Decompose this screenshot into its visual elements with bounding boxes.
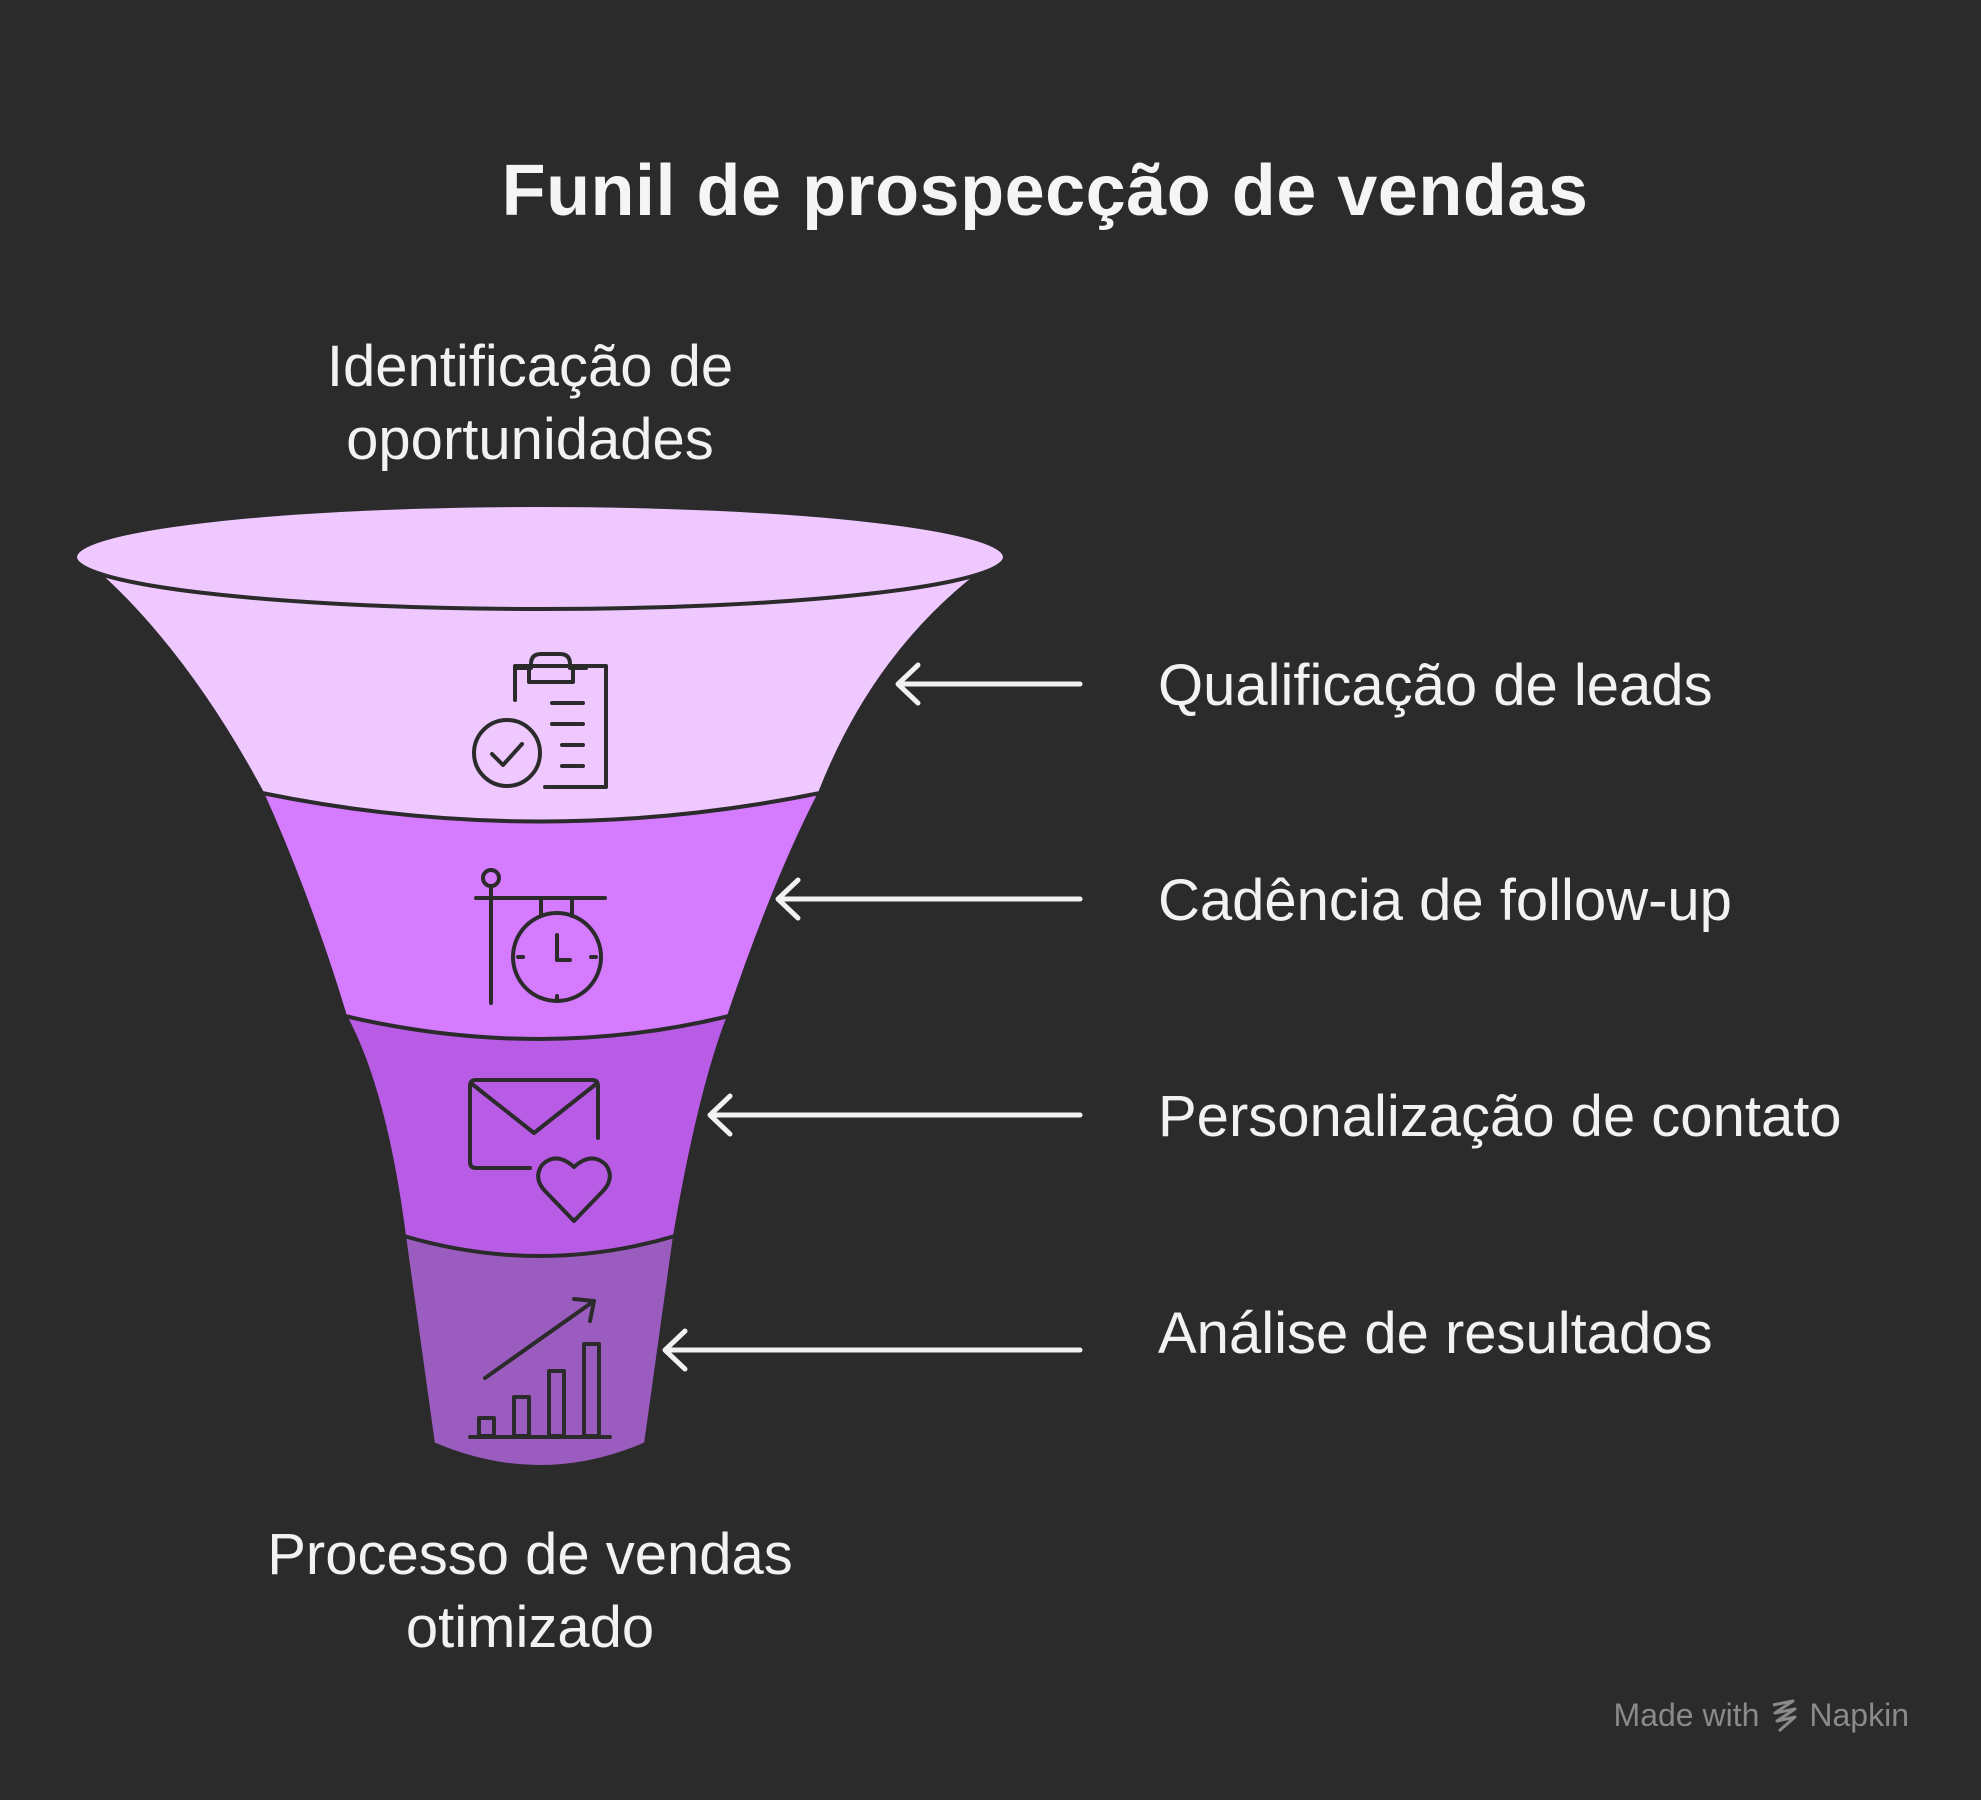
funnel-top-label: Identificação de oportunidades — [230, 330, 830, 476]
funnel-top-label-line-1: Identificação de — [326, 334, 734, 399]
arrow-stage-2 — [775, 877, 1083, 921]
arrows — [662, 662, 1083, 1372]
arrow-stage-4 — [662, 1328, 1083, 1372]
napkin-logo-icon — [1773, 1699, 1797, 1732]
funnel-bottom-label: Processo de vendas otimizado — [200, 1518, 860, 1664]
growth-chart-icon — [468, 1297, 612, 1439]
footer-brand: Napkin — [1809, 1697, 1909, 1733]
stage-label-4: Análise de resultados — [1158, 1301, 1713, 1366]
arrow-stage-1 — [895, 662, 1083, 706]
stage-label-1: Qualificação de leads — [1158, 653, 1713, 718]
stage-label-2: Cadência de follow-up — [1158, 868, 1732, 933]
footer-made-with: Made with — [1613, 1697, 1760, 1733]
envelope-heart-icon — [468, 1078, 612, 1223]
funnel-stage-4 — [401, 1234, 678, 1469]
funnel-bottom-label-line-2: otimizado — [405, 1595, 655, 1660]
diagram-title: Funil de prospecção de vendas — [501, 151, 1589, 231]
stage-label-3: Personalização de contato — [1158, 1084, 1842, 1149]
funnel-stage-1 — [72, 554, 1011, 824]
funnel-bottom-label-line-1: Processo de vendas — [267, 1522, 793, 1587]
funnel-rim — [73, 503, 1007, 611]
funnel-stage-3 — [341, 1014, 732, 1258]
arrow-stage-3 — [707, 1093, 1083, 1137]
funnel-top-label-line-2: oportunidades — [346, 407, 714, 472]
hanging-clock-icon — [474, 868, 607, 1005]
clipboard-check-icon — [472, 652, 608, 789]
footer-attribution[interactable]: Made with Napkin — [1614, 1697, 1909, 1734]
